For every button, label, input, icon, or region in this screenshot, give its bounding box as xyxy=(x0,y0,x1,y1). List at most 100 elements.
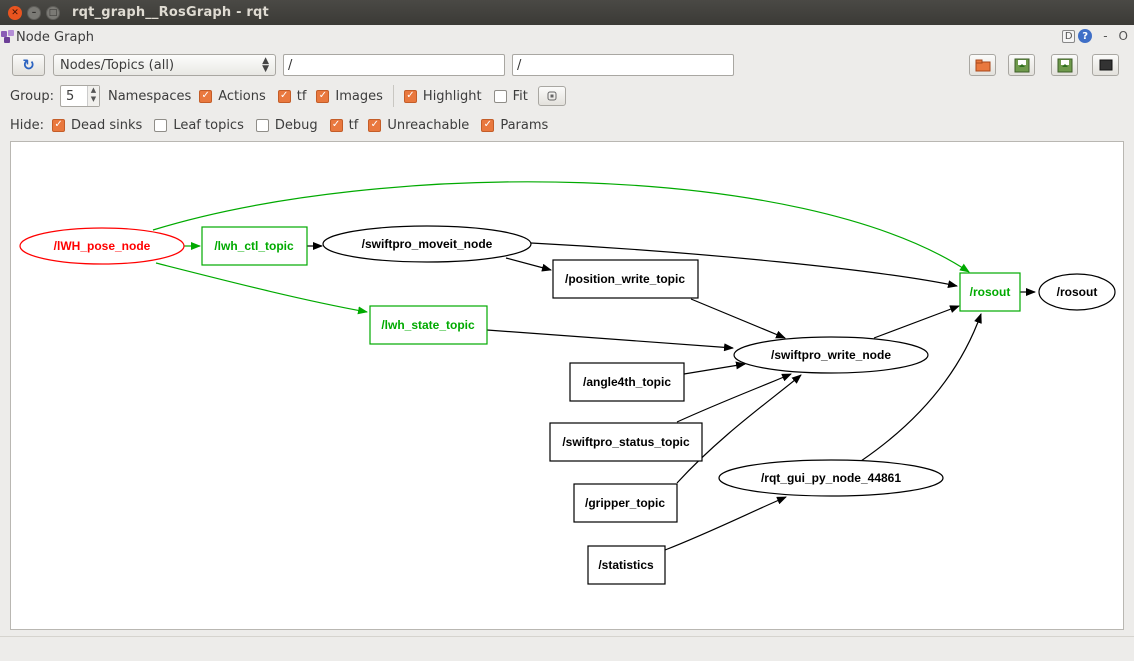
group-spinbox[interactable]: 5 ▲▼ xyxy=(59,85,100,107)
maximize-window-button[interactable]: □ xyxy=(46,5,60,20)
fit-checkbox[interactable]: Fit xyxy=(493,88,528,104)
debug-label: Debug xyxy=(274,117,318,133)
load-dot-button[interactable] xyxy=(969,54,996,76)
group-label: Group: xyxy=(10,88,54,104)
node-lwh-pose[interactable]: /lWH_pose_node xyxy=(19,227,185,265)
refresh-button[interactable]: ↻ xyxy=(12,54,45,76)
close-window-button[interactable]: ✕ xyxy=(8,5,22,20)
node-label: /rosout xyxy=(1057,285,1098,299)
edge-pose-to-state xyxy=(155,262,368,315)
highlight-checkbox[interactable]: ✓ Highlight xyxy=(403,88,482,104)
help-icon[interactable]: ? xyxy=(1078,29,1093,43)
unreachable-label: Unreachable xyxy=(387,117,470,133)
window-title: rqt_graph__RosGraph - rqt xyxy=(72,5,269,20)
topic-label: /statistics xyxy=(598,558,654,572)
topic-label: /rosout xyxy=(970,285,1011,299)
node-rosout[interactable]: /rosout xyxy=(1038,273,1116,311)
hide-tf-checkbox[interactable]: ✓ tf xyxy=(329,117,359,133)
options-separator xyxy=(392,85,394,107)
plugin-title: Node Graph xyxy=(16,29,94,45)
graph-canvas[interactable]: /lWH_pose_node /swiftpro_moveit_node /sw… xyxy=(10,141,1124,630)
graph-edges xyxy=(152,181,1036,551)
topic-label: /angle4th_topic xyxy=(583,375,671,389)
edge-moveit-to-position xyxy=(505,257,552,272)
node-label: /swiftpro_write_node xyxy=(771,348,891,362)
edge-statistics-to-rqt xyxy=(664,496,787,551)
topic-filter-input[interactable] xyxy=(512,54,734,76)
refresh-icon: ↻ xyxy=(22,56,35,74)
group-options-row: Group: 5 ▲▼ Namespaces ✓ Actions ✓ tf ✓ … xyxy=(0,85,1134,107)
window-titlebar: ✕ – □ rqt_graph__RosGraph - rqt xyxy=(0,0,1134,25)
namespaces-label: Namespaces xyxy=(107,88,192,104)
topic-label: /gripper_topic xyxy=(585,496,665,510)
save-dot-icon xyxy=(1014,58,1029,72)
check-icon: ✓ xyxy=(199,89,213,103)
group-value: 5 xyxy=(65,88,75,104)
spin-arrows-icon[interactable]: ▲▼ xyxy=(86,86,99,106)
node-swiftpro-moveit[interactable]: /swiftpro_moveit_node xyxy=(322,225,532,263)
edge-state-to-write xyxy=(486,329,734,352)
close-plugin-button[interactable]: O xyxy=(1118,29,1128,43)
leaf-topics-checkbox[interactable]: Leaf topics xyxy=(154,118,244,133)
topic-label: /lwh_ctl_topic xyxy=(214,239,294,253)
topic-statistics[interactable]: /statistics xyxy=(587,545,666,585)
edge-status-to-write xyxy=(676,373,792,423)
fit-view-button[interactable] xyxy=(537,86,566,106)
topic-rosout[interactable]: /rosout xyxy=(959,272,1021,312)
topic-lwh-state[interactable]: /lwh_state_topic xyxy=(369,305,488,345)
edge-write-to-rosout xyxy=(873,305,960,339)
leaf-topics-label: Leaf topics xyxy=(173,117,244,133)
node-swiftpro-write[interactable]: /swiftpro_write_node xyxy=(733,336,929,374)
graph-toolbar: ↻ Nodes/Topics (all) ▲▼ xyxy=(0,52,1134,78)
tf-label: tf xyxy=(296,88,307,104)
check-icon: ✓ xyxy=(277,89,291,103)
edge-rqt-to-rosout xyxy=(860,313,982,462)
highlight-label: Highlight xyxy=(422,88,482,104)
params-label: Params xyxy=(500,117,549,133)
edge-position-to-write xyxy=(690,298,786,339)
ros-graph[interactable]: /lWH_pose_node /swiftpro_moveit_node /sw… xyxy=(11,142,1123,629)
dock-button[interactable]: D xyxy=(1062,29,1076,43)
dead-sinks-checkbox[interactable]: ✓ Dead sinks xyxy=(52,118,142,133)
images-checkbox[interactable]: ✓ Images xyxy=(316,89,383,104)
save-svg-button[interactable] xyxy=(1051,54,1078,76)
graph-mode-combo[interactable]: Nodes/Topics (all) ▲▼ xyxy=(53,54,276,76)
screenshot-button[interactable] xyxy=(1092,54,1119,76)
images-label: Images xyxy=(335,88,383,104)
topic-position-write[interactable]: /position_write_topic xyxy=(552,259,699,299)
check-icon: ✓ xyxy=(316,89,330,103)
topic-gripper[interactable]: /gripper_topic xyxy=(573,483,678,523)
node-label: /rqt_gui_py_node_44861 xyxy=(761,471,901,485)
edge-pose-to-rosout xyxy=(152,181,970,273)
minimize-plugin-button[interactable]: - xyxy=(1103,29,1108,43)
save-dot-button[interactable] xyxy=(1008,54,1035,76)
edge-moveit-to-rosout xyxy=(530,242,958,289)
tf-checkbox[interactable]: ✓ tf xyxy=(277,88,307,104)
topic-swiftpro-status[interactable]: /swiftpro_status_topic xyxy=(549,422,703,462)
node-filter-input[interactable] xyxy=(283,54,505,76)
debug-checkbox[interactable]: Debug xyxy=(255,117,318,133)
check-icon: ✓ xyxy=(481,118,495,132)
topic-angle4th[interactable]: /angle4th_topic xyxy=(569,362,685,402)
minimize-window-button[interactable]: – xyxy=(27,5,41,20)
topic-label: /position_write_topic xyxy=(565,272,685,286)
edge-gripper-to-write xyxy=(676,374,802,484)
check-icon: ✓ xyxy=(329,118,343,132)
unreachable-checkbox[interactable]: ✓ Unreachable xyxy=(368,118,469,133)
check-icon: ✓ xyxy=(52,118,66,132)
node-label: /swiftpro_moveit_node xyxy=(362,237,493,251)
actions-label: Actions xyxy=(218,88,266,104)
load-dot-icon xyxy=(975,59,990,72)
namespaces-checkbox[interactable]: ✓ xyxy=(199,89,218,103)
params-checkbox[interactable]: ✓ Params xyxy=(481,118,548,133)
topic-lwh-ctl[interactable]: /lwh_ctl_topic xyxy=(201,226,308,266)
fit-label: Fit xyxy=(512,88,528,104)
node-rqt-gui-py[interactable]: /rqt_gui_py_node_44861 xyxy=(718,459,944,497)
edge-angle4th-to-write xyxy=(683,361,746,375)
dead-sinks-label: Dead sinks xyxy=(71,117,143,133)
hide-tf-label: tf xyxy=(348,117,359,133)
actions-checkbox[interactable]: Actions xyxy=(218,89,266,104)
combo-arrows-icon: ▲▼ xyxy=(262,56,269,74)
fit-view-icon xyxy=(547,91,557,101)
topic-label: /swiftpro_status_topic xyxy=(562,435,690,449)
